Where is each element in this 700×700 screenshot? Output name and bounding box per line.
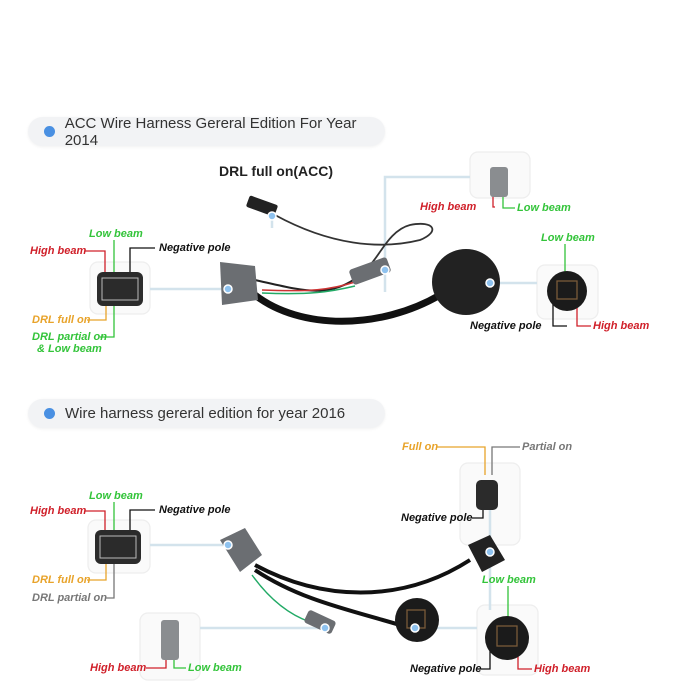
section-title: Wire harness gereral edition for year 20… bbox=[65, 405, 346, 422]
label-drl-partial-on: DRL partial on bbox=[32, 331, 107, 343]
label-negative-pole: Negative pole bbox=[159, 504, 231, 516]
label-low-beam: Low beam bbox=[188, 662, 242, 674]
label-negative-pole: Negative pole bbox=[401, 512, 473, 524]
bulb-socket-thumb-2016 bbox=[485, 616, 529, 660]
inline-plug-2014 bbox=[349, 257, 391, 285]
label-high-beam: High beam bbox=[420, 201, 477, 213]
label-drl-partial-on: DRL partial on bbox=[32, 592, 107, 604]
label-partial-on: Partial on bbox=[522, 441, 573, 453]
label-negative-pole: Negative pole bbox=[410, 663, 482, 675]
bullet-dot-icon bbox=[44, 126, 55, 137]
bulb-socket-thumb-2014 bbox=[547, 271, 587, 311]
label-low-beam: Low beam bbox=[541, 232, 595, 244]
inline-plug-2016 bbox=[304, 610, 336, 634]
plug-thumb-2014 bbox=[490, 167, 508, 197]
label-low-beam: Low beam bbox=[89, 228, 143, 240]
plug-thumb-2016 bbox=[161, 620, 179, 660]
label-high-beam: High beam bbox=[30, 505, 87, 517]
label-full-on: Full on bbox=[402, 441, 439, 453]
label-high-beam: High beam bbox=[90, 662, 147, 674]
section-header-2014: ACC Wire Harness Gereral Edition For Yea… bbox=[28, 114, 385, 149]
label-negative-pole: Negative pole bbox=[470, 320, 542, 332]
headlight-plug-2014 bbox=[220, 262, 258, 305]
headlight-plug-2016 bbox=[220, 528, 262, 572]
label-drl-full-on: DRL full on bbox=[32, 314, 91, 326]
acc-label: DRL full on(ACC) bbox=[219, 163, 334, 179]
acc-connector bbox=[246, 195, 278, 217]
label-high-beam: High beam bbox=[30, 245, 87, 257]
label-negative-pole: Negative pole bbox=[159, 242, 231, 254]
label-drl-full-on: DRL full on bbox=[32, 574, 91, 586]
drl-connector-thumb bbox=[476, 480, 498, 510]
section-title: ACC Wire Harness Gereral Edition For Yea… bbox=[64, 114, 357, 149]
label-low-beam: Low beam bbox=[482, 574, 536, 586]
bulb-cap-2014 bbox=[432, 249, 500, 315]
label-low-beam: Low beam bbox=[89, 490, 143, 502]
label-low-beam: Low beam bbox=[517, 202, 571, 214]
bulb-cap-2016 bbox=[395, 598, 439, 642]
section-header-2016: Wire harness gereral edition for year 20… bbox=[28, 399, 385, 428]
connector-6pin-2014 bbox=[97, 272, 143, 306]
bullet-dot-icon bbox=[44, 408, 55, 419]
connector-6pin-2016 bbox=[95, 530, 141, 564]
label-high-beam: High beam bbox=[593, 320, 650, 332]
label-and-low-beam: & Low beam bbox=[37, 343, 102, 355]
label-high-beam: High beam bbox=[534, 663, 591, 675]
